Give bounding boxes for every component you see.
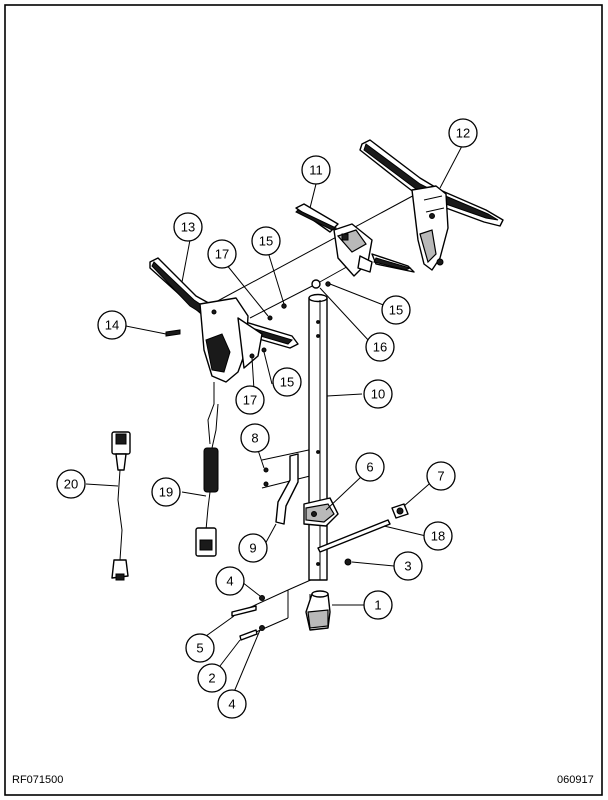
callout-17-lower: 17 bbox=[235, 385, 265, 415]
callout-10: 10 bbox=[363, 379, 393, 409]
callout-16-label: 16 bbox=[373, 340, 387, 355]
revision-date: 060917 bbox=[557, 774, 594, 786]
callout-9: 9 bbox=[238, 533, 268, 563]
vertical-tube bbox=[308, 293, 328, 581]
callout-3-label: 3 bbox=[404, 559, 411, 574]
callout-5-label: 5 bbox=[196, 641, 203, 656]
callout-6-label: 6 bbox=[366, 460, 373, 475]
callout-15-top: 15 bbox=[251, 226, 281, 256]
callout-4-upper-label: 4 bbox=[226, 574, 233, 589]
callout-11: 11 bbox=[301, 155, 331, 185]
base-fitting bbox=[305, 590, 331, 631]
callout-4-lower-label: 4 bbox=[228, 697, 235, 712]
callout-1-label: 1 bbox=[374, 598, 381, 613]
callout-2-label: 2 bbox=[208, 671, 215, 686]
callout-12: 12 bbox=[448, 118, 478, 148]
callout-19: 19 bbox=[151, 477, 181, 507]
callout-3: 3 bbox=[393, 551, 423, 581]
drawing-border bbox=[4, 4, 603, 796]
callout-15-right-label: 15 bbox=[389, 303, 403, 318]
control-module bbox=[295, 203, 415, 277]
callout-16: 16 bbox=[365, 332, 395, 362]
callout-7-label: 7 bbox=[437, 469, 444, 484]
drawing-number: RF071500 bbox=[12, 774, 64, 786]
callout-14-label: 14 bbox=[105, 318, 119, 333]
callout-17-top: 17 bbox=[207, 239, 237, 269]
handlebar-assembly-upper bbox=[359, 139, 504, 271]
callout-15-right: 15 bbox=[381, 295, 411, 325]
callout-2: 2 bbox=[197, 663, 227, 693]
callout-13: 13 bbox=[173, 212, 203, 242]
wiring-harness bbox=[195, 382, 219, 557]
callout-12-label: 12 bbox=[456, 126, 470, 141]
callout-4-upper: 4 bbox=[215, 566, 245, 596]
callout-1: 1 bbox=[363, 590, 393, 620]
callout-11-label: 11 bbox=[309, 163, 323, 178]
callout-15-top-label: 15 bbox=[259, 234, 273, 249]
power-cable bbox=[111, 431, 131, 581]
callout-18-label: 18 bbox=[431, 529, 445, 544]
callout-13-label: 13 bbox=[181, 220, 195, 235]
tube-clamp bbox=[303, 497, 339, 527]
handlebar-lower bbox=[149, 257, 299, 383]
lower-fasteners bbox=[231, 558, 352, 641]
callout-9-label: 9 bbox=[249, 541, 256, 556]
callout-10-label: 10 bbox=[371, 387, 385, 402]
rod-and-nut bbox=[317, 503, 409, 553]
leader-lines bbox=[85, 145, 463, 693]
callout-15-lower-label: 15 bbox=[280, 375, 294, 390]
bracket-and-screws bbox=[263, 453, 299, 525]
callout-6: 6 bbox=[355, 452, 385, 482]
callout-8: 8 bbox=[240, 423, 270, 453]
callout-5: 5 bbox=[185, 633, 215, 663]
callout-15-lower: 15 bbox=[272, 367, 302, 397]
callout-20-label: 20 bbox=[64, 477, 78, 492]
callout-17-lower-label: 17 bbox=[243, 393, 257, 408]
callout-20: 20 bbox=[56, 469, 86, 499]
callout-17-top-label: 17 bbox=[215, 247, 229, 262]
callout-18: 18 bbox=[423, 521, 453, 551]
callout-14: 14 bbox=[97, 310, 127, 340]
callout-8-label: 8 bbox=[251, 431, 258, 446]
callout-19-label: 19 bbox=[159, 485, 173, 500]
callout-4-lower: 4 bbox=[217, 689, 247, 719]
callout-7: 7 bbox=[426, 461, 456, 491]
